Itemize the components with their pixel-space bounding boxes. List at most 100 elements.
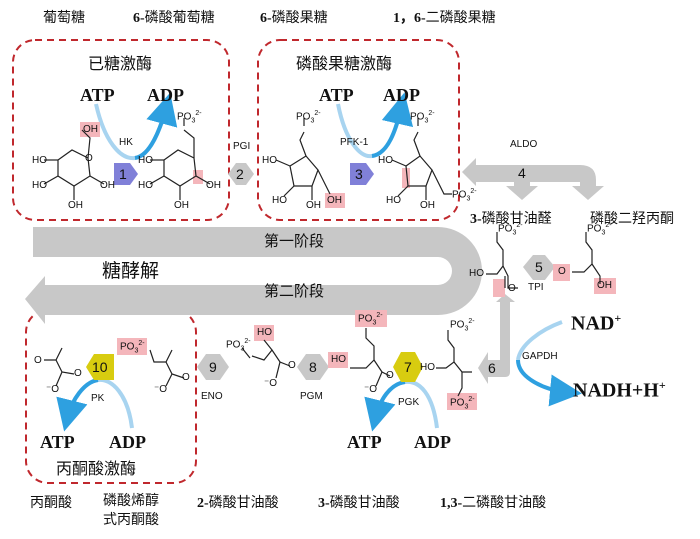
- label-pep-line1: 磷酸烯醇: [103, 493, 159, 509]
- label-f16bp: 1，6-二磷酸果糖: [393, 7, 496, 27]
- f6p-oh2: OH: [306, 200, 321, 211]
- label-2pg-prefix: 2-: [197, 496, 209, 511]
- stage-1-label: 第一阶段: [264, 232, 325, 250]
- f16bp-ho4: HO: [386, 195, 401, 206]
- step-1-number: 1: [119, 166, 127, 182]
- po3-sub: 3: [512, 229, 517, 237]
- nad-charge: +: [614, 311, 622, 325]
- pfk-atp-label: ATP: [319, 85, 354, 105]
- po3-text: PO: [450, 319, 465, 331]
- hk-adp-label: ADP: [147, 85, 184, 105]
- pyruvate-structure: [44, 347, 75, 387]
- gapdh-arc: [516, 320, 563, 361]
- step-5-number: 5: [535, 259, 543, 275]
- 3pg-structure: [350, 328, 391, 387]
- pyruvate-o: O: [34, 355, 42, 366]
- step-4-enzyme: ALDO: [510, 139, 538, 150]
- glucose-oh6: OH: [83, 124, 98, 135]
- step-7-number: 7: [404, 359, 412, 375]
- g3p-structure: [486, 232, 518, 289]
- step-9-arrow: [197, 354, 229, 380]
- hexokinase-box: [12, 39, 230, 221]
- po3-sup: 2-: [516, 222, 523, 229]
- gapdh-arc-head: [516, 359, 582, 407]
- glucose-ho3: HO: [32, 180, 47, 191]
- label-3pg-prefix: 3-: [318, 496, 330, 511]
- po3-sup: 2-: [138, 340, 145, 347]
- nadh-text: NADH+H: [573, 379, 659, 402]
- pyruvate-kinase-title: 丙酮酸激酶: [56, 459, 137, 478]
- f16bp-po3-1: PO32-: [452, 188, 477, 202]
- nadh-charge: +: [658, 378, 666, 392]
- pgk-atp-label: ATP: [347, 432, 382, 452]
- po3-sup: 2-: [195, 110, 202, 117]
- g3p-po3: PO32-: [498, 222, 523, 236]
- pfk-box: [257, 39, 460, 221]
- label-g3p-prefix: 3-: [470, 212, 482, 227]
- label-glucose: 葡萄糖: [43, 10, 85, 26]
- f16bp-structure: [391, 118, 452, 200]
- pathway-u-arrow: [25, 227, 482, 324]
- po3-text: PO: [587, 223, 602, 235]
- nad-label: NAD+: [571, 311, 621, 336]
- label-pep: 磷酸烯醇 式丙酮酸: [103, 492, 159, 530]
- g6p-structure: [149, 118, 211, 200]
- po3-text: PO: [177, 111, 192, 123]
- g6p-ho4: HO: [138, 155, 153, 166]
- f6p-oh1: OH: [327, 195, 342, 206]
- step-6-enzyme: GAPDH: [522, 351, 558, 362]
- step-9-number: 9: [209, 359, 217, 375]
- label-f6p-text: 磷酸果糖: [271, 10, 328, 26]
- step-2-arrow: [228, 163, 254, 185]
- label-pyruvate: 丙酮酸: [30, 495, 72, 511]
- po3-text: PO: [358, 313, 373, 325]
- glucose-ho4: HO: [32, 155, 47, 166]
- pfk-adp-label: ADP: [383, 85, 420, 105]
- 2pg-po3: PO32-: [226, 338, 251, 352]
- po3-sub: 3: [464, 403, 469, 411]
- step-5-enzyme: TPI: [528, 282, 544, 293]
- step-5-arrow: [523, 255, 555, 280]
- highlight-2pg-ho: [254, 325, 274, 341]
- pgk-adp-label: ADP: [414, 432, 451, 452]
- 2pg-o-minus: ⁻O: [264, 378, 278, 389]
- 2pg-ho: HO: [257, 327, 272, 338]
- po3-sub: 3: [310, 117, 315, 125]
- g3p-ho: HO: [469, 268, 484, 279]
- label-13bpg-prefix: 1,3-: [440, 496, 463, 511]
- 3pg-po3: PO32-: [358, 312, 383, 326]
- po3-sup: 2-: [605, 222, 612, 229]
- label-pep-line2: 式丙酮酸: [103, 512, 159, 528]
- label-g6p-prefix: 6-: [133, 11, 145, 26]
- label-g3p: 3-磷酸甘油醛: [470, 208, 552, 228]
- label-f16bp-text: 二磷酸果糖: [425, 10, 496, 26]
- pep-structure: [149, 349, 185, 387]
- highlight-3pg-po3: [355, 310, 387, 327]
- f16bp-oh2: OH: [420, 200, 435, 211]
- pep-po3: PO32-: [120, 340, 145, 354]
- g3p-o: O: [508, 283, 516, 294]
- f6p-ho4: HO: [272, 195, 287, 206]
- bpg-structure: [436, 330, 472, 397]
- label-13bpg: 1,3-二磷酸甘油酸: [440, 492, 546, 512]
- step-8-enzyme: PGM: [300, 391, 323, 402]
- pk-arc-head: [56, 378, 99, 432]
- nad-text: NAD: [571, 312, 615, 335]
- label-2pg: 2-磷酸甘油酸: [197, 492, 279, 512]
- 3pg-o-minus: ⁻O: [364, 384, 378, 395]
- 2pg-structure: [241, 339, 291, 379]
- step-10-arrow: [86, 354, 114, 380]
- po3-sup: 2-: [468, 318, 475, 325]
- f6p-structure: [275, 118, 331, 200]
- pfk-arc-head: [371, 92, 414, 158]
- pyruvate-o-minus: ⁻O: [46, 384, 60, 395]
- step-1-enzyme: HK: [119, 137, 133, 148]
- stage-2-label: 第二阶段: [264, 282, 325, 300]
- f6p-po3: PO32-: [296, 110, 321, 124]
- po3-sub: 3: [372, 319, 377, 327]
- dhap-oh: OH: [597, 280, 612, 291]
- step-4-number: 4: [518, 165, 526, 181]
- g6p-ho3: HO: [138, 180, 153, 191]
- po3-sub: 3: [134, 347, 139, 355]
